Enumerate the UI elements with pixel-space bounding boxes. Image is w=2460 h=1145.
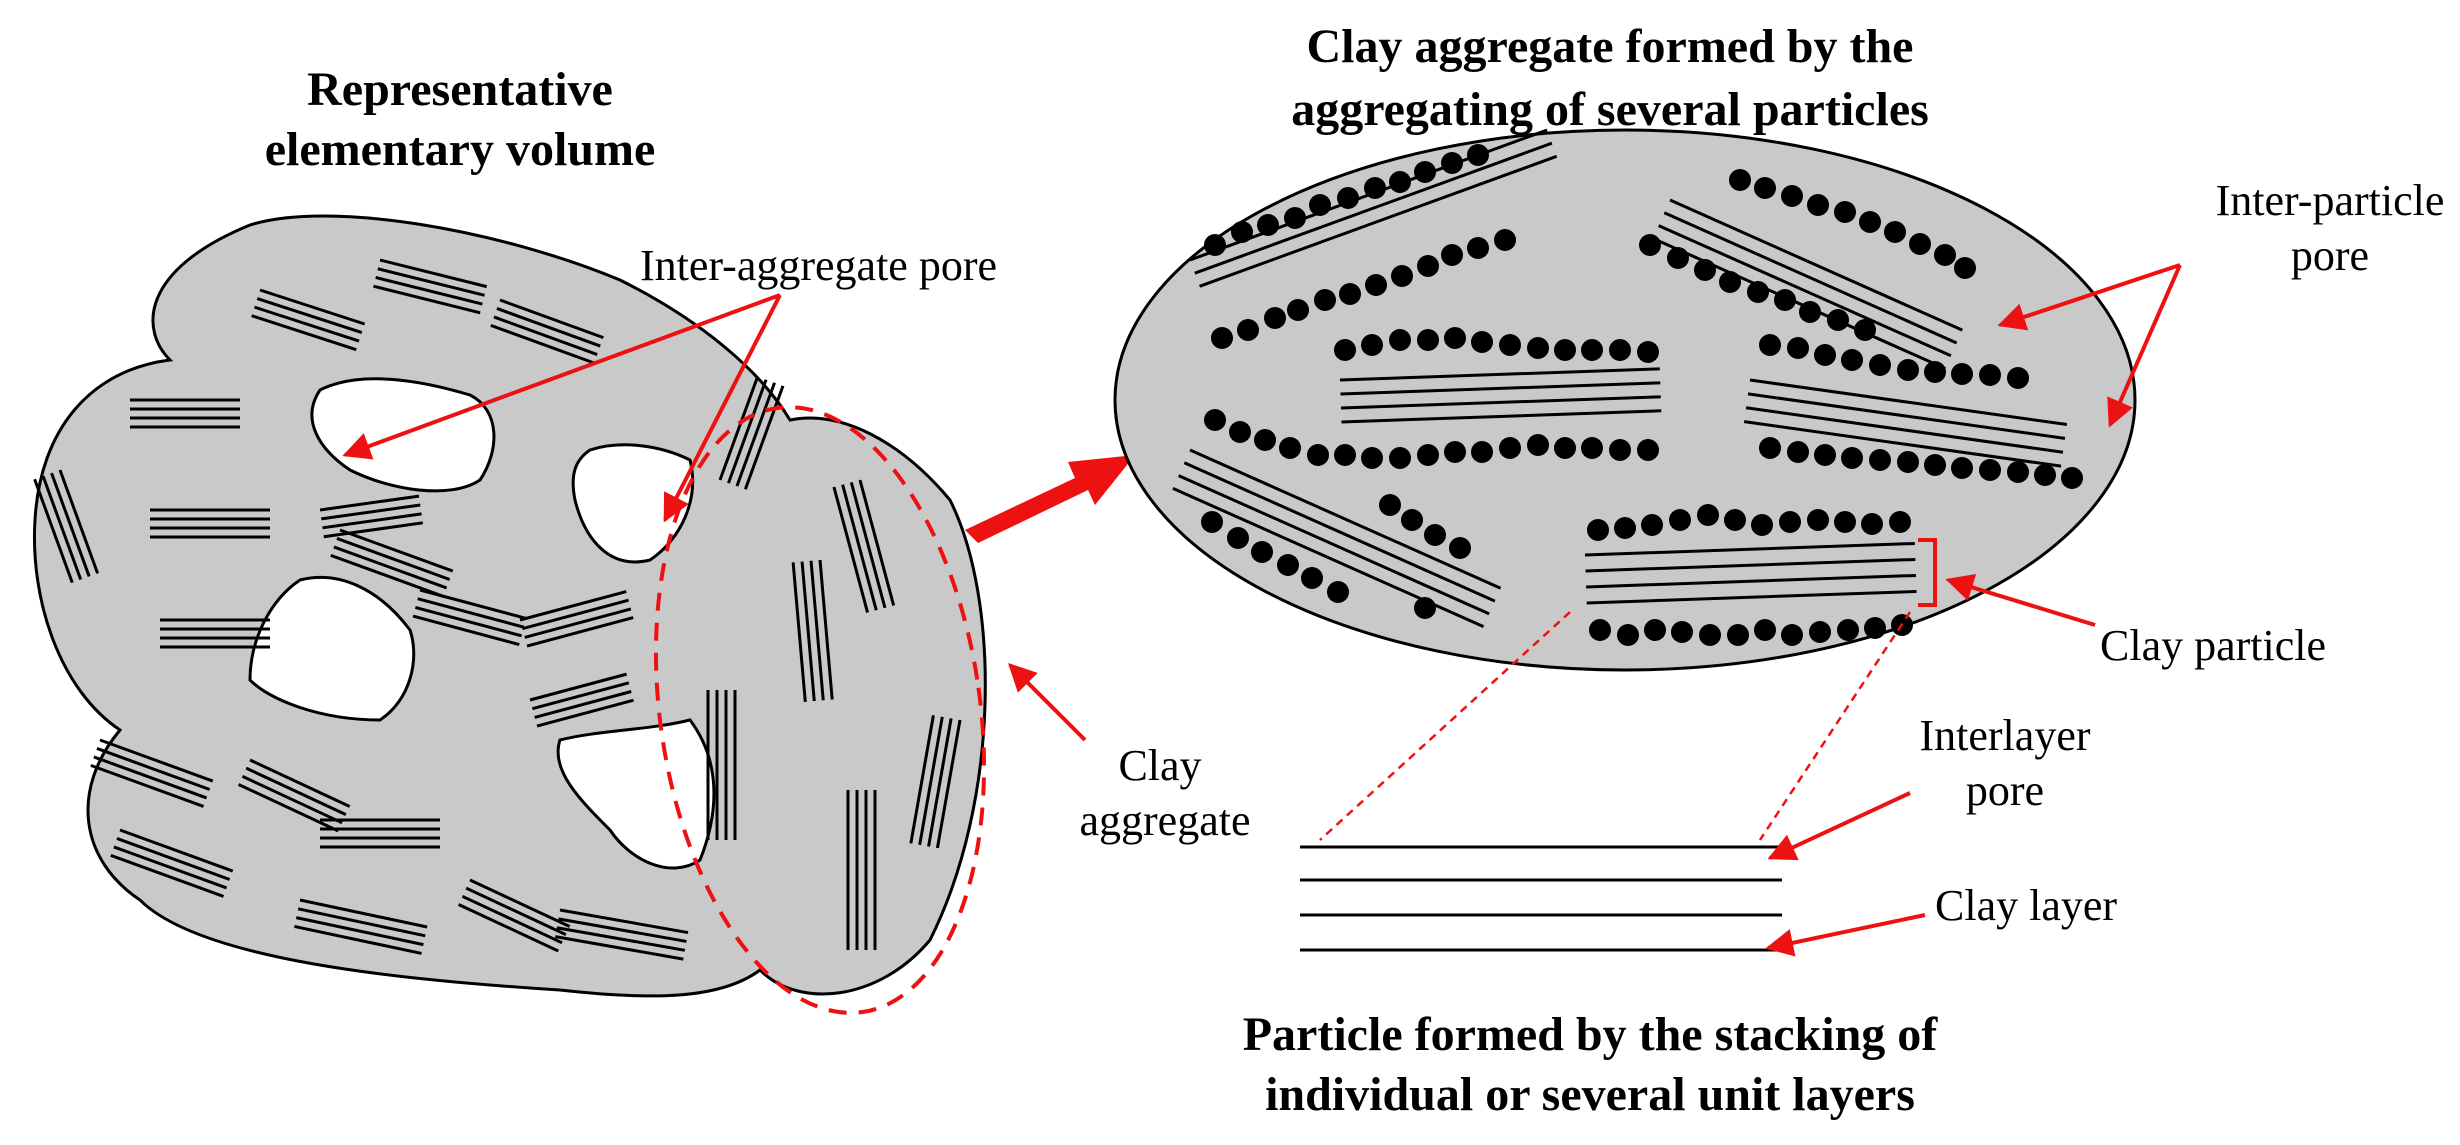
- inter-aggregate-pore-label: Inter-aggregate pore: [640, 241, 997, 290]
- inter-aggregate-pore-arrows: [342, 293, 782, 523]
- particle-title-line1: Particle formed by the stacking of: [1243, 1008, 1939, 1061]
- clay-aggregate-label-line1: Clay: [1118, 741, 1201, 790]
- rev-title-line1: Representative: [307, 63, 613, 116]
- inter-aggregate-pore-4: [556, 718, 716, 870]
- unit-layer-stack: [1300, 845, 1782, 952]
- inter-aggregate-pore-2: [571, 443, 695, 564]
- clay-particle-bracket: [1918, 538, 1937, 607]
- clay-particle-label: Clay particle: [2100, 621, 2326, 670]
- clay-aggregate-arrow: [1008, 663, 1087, 742]
- aggregate-title-line2: aggregating of several particles: [1291, 83, 1929, 136]
- inter-particle-pore-arrows: [1997, 263, 2182, 428]
- inter-particle-pore-label-line2: pore: [2291, 231, 2369, 280]
- clay-aggregate-label-line2: aggregate: [1080, 796, 1251, 845]
- particle-zoom-lines: [1319, 611, 1912, 841]
- clay-aggregate-outline: [653, 405, 987, 1015]
- clay-aggregate-detail: [1113, 128, 2137, 672]
- clay-particle-arrow: [1945, 573, 2096, 627]
- clay-layer-arrow: [1765, 913, 1926, 957]
- rev-clay-particles: [33, 258, 962, 961]
- clay-layer-label: Clay layer: [1935, 881, 2117, 930]
- representative-elementary-volume: [32, 214, 987, 1015]
- particle-title-line2: individual or several unit layers: [1265, 1068, 1915, 1121]
- aggregate-ellipse: [1113, 128, 2137, 672]
- zoom-arrow: [965, 455, 1135, 543]
- interlayer-pore-label-line2: pore: [1966, 766, 2044, 815]
- interlayer-pore-arrow: [1767, 791, 1911, 861]
- aggregate-title-line1: Clay aggregate formed by the: [1307, 20, 1914, 73]
- inter-particle-pore-label-line1: Inter-particle: [2216, 176, 2445, 225]
- interlayer-pore-label-line1: Interlayer: [1920, 711, 2091, 760]
- rev-title-line2: elementary volume: [265, 123, 656, 176]
